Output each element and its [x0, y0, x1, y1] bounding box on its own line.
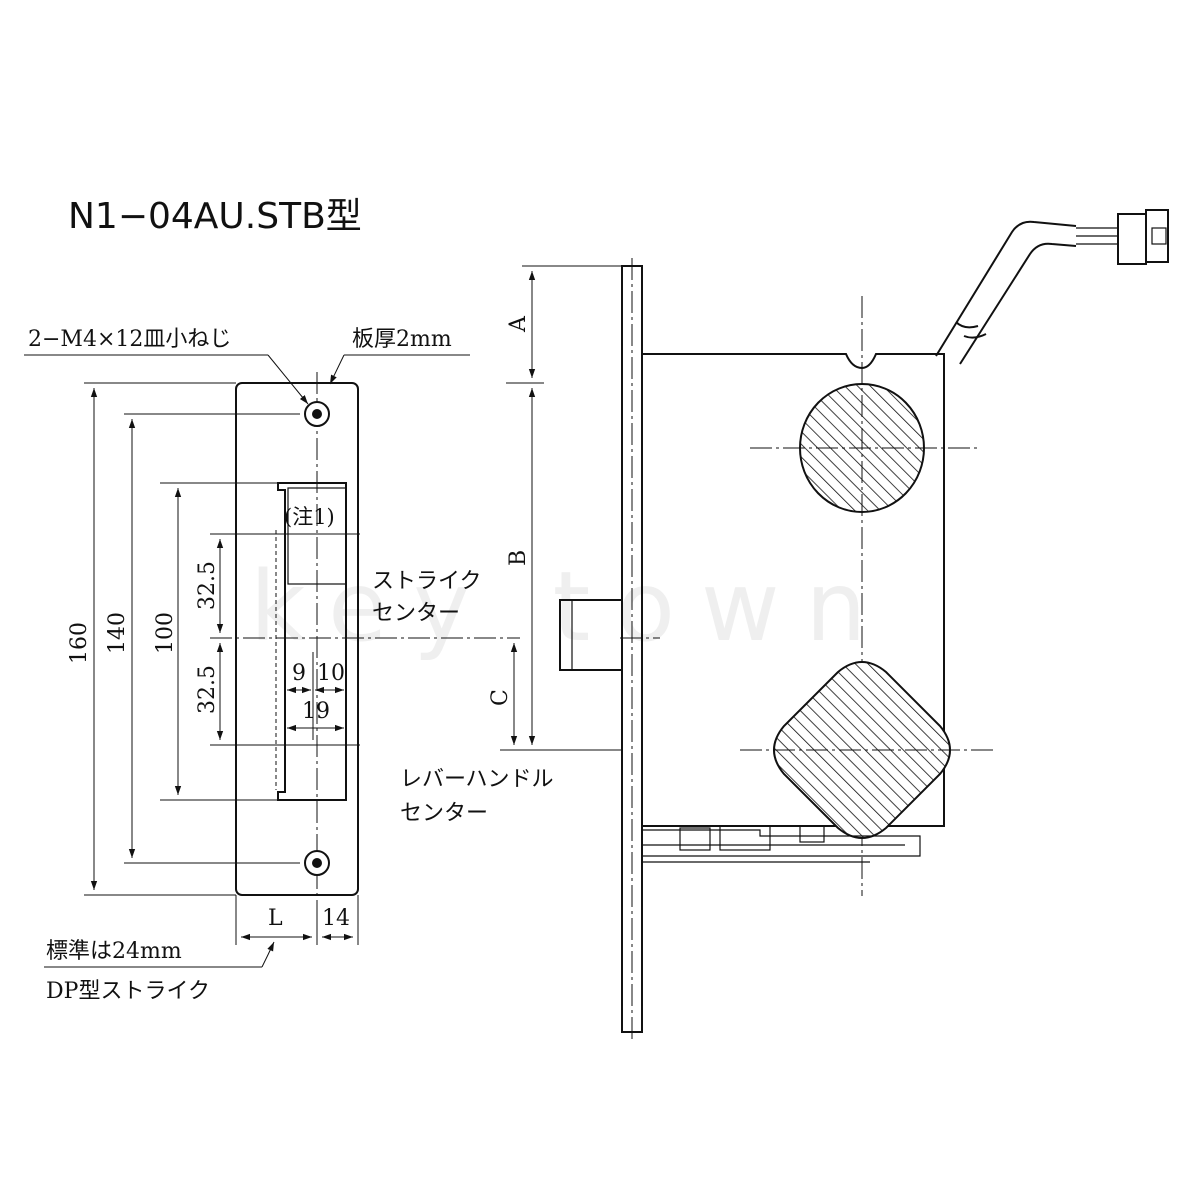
extension-lines-left: [84, 382, 520, 896]
page-title: N1−04AU.STB型: [68, 196, 362, 237]
watermark: key town: [250, 551, 892, 663]
latch-bolt: [559, 599, 623, 671]
dim-A-label: A: [506, 315, 531, 333]
spindle-hole: [773, 661, 951, 839]
dim-9-label: 9: [292, 661, 306, 686]
strike-plate: [235, 372, 359, 910]
lever-center-label-1: レバーハンドル: [400, 767, 554, 792]
plate-thickness-label: 板厚2mm: [352, 327, 452, 352]
dim-32-5-upper-label: 32.5: [195, 561, 220, 610]
screws-label: 2−M4×12皿小ねじ: [28, 327, 231, 352]
dim-14-label: 14: [322, 906, 350, 931]
dim-L-label: L: [268, 906, 283, 931]
dim-B-label: B: [506, 550, 531, 566]
screw-top-icon: [304, 401, 330, 427]
connector-icon: [1117, 209, 1169, 265]
screws-leader: [267, 354, 309, 405]
note-1-label: (注1): [284, 505, 335, 529]
standard-label: 標準は24mm: [46, 939, 182, 964]
bottom-extension-lines: [235, 895, 359, 945]
strike-center-label-1: ストライク: [372, 569, 482, 594]
screw-bottom-icon: [304, 850, 330, 876]
standard-strike-label: DP型ストライク: [46, 979, 210, 1004]
dim-160-label: 160: [67, 622, 92, 664]
dim-100-label: 100: [153, 612, 178, 654]
standard-leader: [261, 941, 275, 968]
dim-140-label: 140: [105, 612, 130, 654]
lever-center-label-2: センター: [400, 801, 488, 826]
strike-center-label-2: センター: [372, 601, 460, 626]
dim-19-label: 19: [302, 699, 330, 724]
abc-extension-lines: [500, 265, 660, 751]
bottom-bracket: [642, 825, 921, 863]
plate-thickness-leader: [329, 354, 345, 385]
cable: [935, 220, 1118, 365]
dim-32-5-lower-label: 32.5: [195, 665, 220, 714]
dim-10-label: 10: [317, 661, 345, 686]
dim-C-label: C: [488, 689, 513, 706]
